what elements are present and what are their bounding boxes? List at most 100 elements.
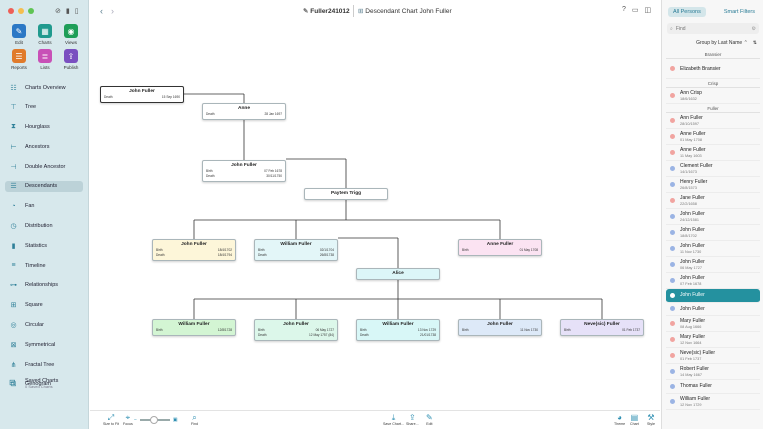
sidebar-item-fractal-tree[interactable]: ⋔Fractal Tree bbox=[5, 359, 83, 370]
list-item[interactable]: Thomas Fuller bbox=[666, 380, 760, 394]
paperclip-icon[interactable]: ⊘ bbox=[55, 8, 61, 15]
save-chart-button[interactable]: ⤓Save Chart... bbox=[383, 413, 404, 426]
tool-views-button[interactable]: ◉Views bbox=[58, 24, 84, 45]
sidebar-item-statistics[interactable]: ▮Statistics bbox=[5, 240, 83, 251]
sidebar-item-square[interactable]: ⊞Square bbox=[5, 300, 83, 311]
zoom-in-icon[interactable]: ▣ bbox=[172, 417, 178, 423]
person-name: Anne Fuller bbox=[680, 147, 706, 153]
chart-button[interactable]: ▤Chart bbox=[630, 413, 639, 426]
person-date: 24/12/1581 bbox=[680, 218, 700, 222]
tab-smart-filters[interactable]: Smart Filters bbox=[723, 9, 755, 15]
close-window-button[interactable] bbox=[8, 8, 14, 14]
edit-button[interactable]: ✎Edit bbox=[426, 413, 433, 426]
group-by-selector[interactable]: Group by Last Name ⌃ ⇅ bbox=[667, 38, 759, 48]
zoom-knob[interactable] bbox=[149, 416, 158, 424]
zoom-slider[interactable]: − ▣ bbox=[134, 416, 178, 424]
minimize-window-button[interactable] bbox=[18, 8, 24, 14]
person-search-input[interactable] bbox=[675, 25, 746, 32]
tool-lists-button[interactable]: ≣Lists bbox=[32, 49, 58, 70]
person-card[interactable]: Paytem Trigg bbox=[304, 188, 388, 200]
zoom-window-button[interactable] bbox=[28, 8, 34, 14]
list-item[interactable]: John Fuller bbox=[666, 289, 760, 303]
style-button[interactable]: ⚒Style bbox=[647, 413, 655, 426]
share-button[interactable]: ⇪Share... bbox=[406, 413, 419, 426]
list-item[interactable]: Elizabeth Bransier bbox=[666, 59, 760, 79]
back-arrow-icon[interactable]: ‹ bbox=[100, 6, 103, 16]
inspector-toggle-icon[interactable]: ◫ bbox=[644, 7, 652, 14]
help-icon[interactable]: ? bbox=[622, 6, 626, 13]
forward-arrow-icon[interactable]: › bbox=[111, 6, 114, 16]
sidebar-item-tree[interactable]: ⊤Tree bbox=[5, 102, 83, 113]
sidebar-item-timeline[interactable]: ≡Timeline bbox=[5, 260, 83, 271]
sidebar-item-hourglass[interactable]: ⧗Hourglass bbox=[5, 122, 83, 133]
sidebar-item-fan[interactable]: ◔Fan bbox=[5, 201, 83, 212]
sidebar-item-charts-overview[interactable]: ☷Charts Overview bbox=[5, 82, 83, 93]
tool-reports-button[interactable]: ☰Reports bbox=[6, 49, 32, 70]
tool-edit-button[interactable]: ✎Edit bbox=[6, 24, 32, 45]
sidebar-item-double-ancestor[interactable]: ⊣Double Ancestor bbox=[5, 161, 83, 172]
tool-publish-button[interactable]: ⇪Publish bbox=[58, 49, 84, 70]
sidebar-item-distribution[interactable]: ◷Distribution bbox=[5, 221, 83, 232]
sidebar-item-relationships[interactable]: ⊶Relationships bbox=[5, 280, 83, 291]
search-options-icon[interactable]: ⚙ bbox=[751, 25, 756, 32]
bookmark-icon[interactable]: ▮ bbox=[65, 8, 70, 15]
zoom-track[interactable] bbox=[139, 416, 170, 424]
list-item[interactable]: John Fuller bbox=[666, 303, 760, 316]
find-button[interactable]: ⌕Find bbox=[191, 413, 198, 426]
window-layout-icon[interactable]: ▭ bbox=[631, 7, 639, 14]
theme-button[interactable]: ◕Theme bbox=[614, 413, 625, 426]
sidebar-item-circular[interactable]: ◎Circular bbox=[5, 320, 83, 331]
sidebar-item-symmetrical[interactable]: ⊠Symmetrical bbox=[5, 339, 83, 350]
person-card[interactable]: Alice bbox=[356, 268, 440, 280]
sidebar-toggle-icon[interactable]: ▯ bbox=[74, 8, 79, 15]
sidebar-item-ancestors[interactable]: ⊢Ancestors bbox=[5, 141, 83, 152]
gender-dot-icon bbox=[670, 292, 675, 298]
sort-icon[interactable]: ⇅ bbox=[752, 40, 757, 46]
person-name: William Fuller bbox=[680, 395, 710, 402]
zoom-out-icon[interactable]: − bbox=[134, 417, 137, 423]
focus-button[interactable]: ⌖Focus bbox=[123, 413, 133, 426]
sidebar-item-label: Genogram bbox=[25, 381, 51, 388]
tab-all-persons[interactable]: All Persons bbox=[668, 7, 706, 17]
sidebar-item-genogram[interactable]: ⊡Genogram bbox=[5, 379, 83, 390]
sidebar-item-descendants[interactable]: ☰Descendants bbox=[5, 180, 83, 192]
saved-charts-item[interactable]: ⊟ Saved Charts 0 Saved Charts bbox=[9, 378, 58, 389]
size-to-fit-button[interactable]: ⤢Size to Fit bbox=[103, 413, 119, 426]
tool-charts-button[interactable]: ▦Charts bbox=[32, 24, 58, 45]
gender-dot-icon bbox=[670, 118, 675, 123]
event-date: 18/4/1794 bbox=[217, 253, 232, 257]
